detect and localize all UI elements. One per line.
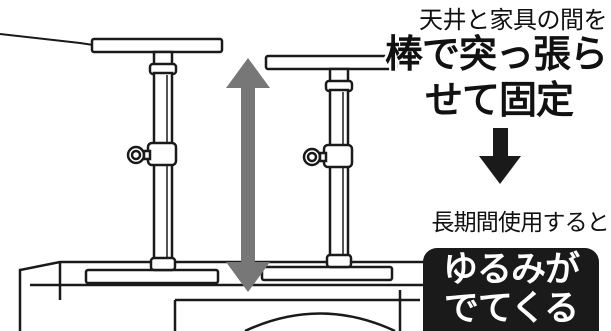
left-brace-pole	[84, 37, 224, 285]
caption-line-3: せて固定	[424, 78, 574, 122]
vertical-double-arrow-icon	[226, 58, 270, 292]
caption-line-1: 天井と家具の間を	[419, 6, 608, 34]
caption-line-2: 棒で突っ張ら	[384, 32, 608, 76]
loosening-badge: ゆるみが でてくる	[423, 248, 599, 331]
badge-line-2: でてくる	[443, 289, 579, 329]
caption-line-4: 長期間使用すると	[431, 210, 609, 236]
badge-line-1: ゆるみが	[442, 250, 580, 290]
down-arrow-icon	[479, 128, 521, 184]
right-brace-pole	[260, 54, 398, 282]
